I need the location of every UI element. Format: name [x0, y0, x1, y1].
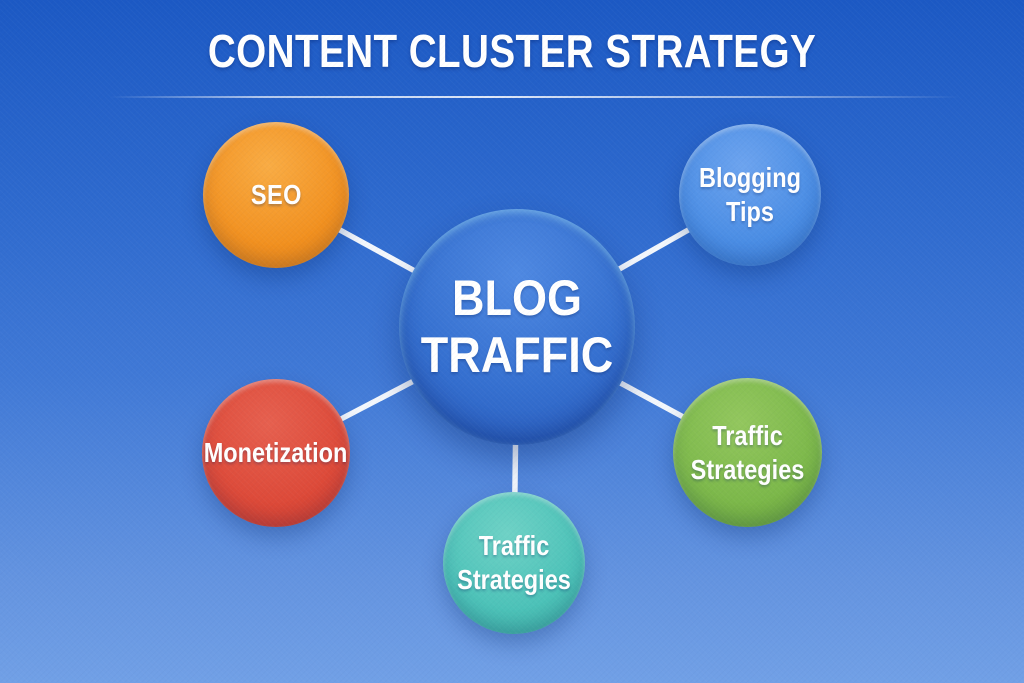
node-seo: SEO: [203, 122, 349, 268]
node-monetization-label: Monetization: [204, 437, 348, 469]
node-traffic-strategies-bottom: Traffic Strategies: [443, 492, 585, 634]
page-title: CONTENT CLUSTER STRATEGY: [207, 25, 817, 77]
node-seo-label: SEO: [250, 179, 302, 211]
node-traffic-strategies-right-label: Traffic Strategies: [690, 419, 805, 485]
node-traffic-strategies-right: Traffic Strategies: [673, 378, 822, 527]
node-traffic-strategies-bottom-label: Traffic Strategies: [457, 530, 571, 595]
node-blog-traffic-label: BLOG TRAFFIC: [420, 270, 614, 383]
title-separator-line: [110, 96, 960, 98]
node-blogging-tips-label: Blogging Tips: [699, 162, 801, 227]
node-blogging-tips: Blogging Tips: [679, 124, 821, 266]
node-blog-traffic: BLOG TRAFFIC: [399, 209, 635, 445]
node-monetization: Monetization: [202, 379, 350, 527]
